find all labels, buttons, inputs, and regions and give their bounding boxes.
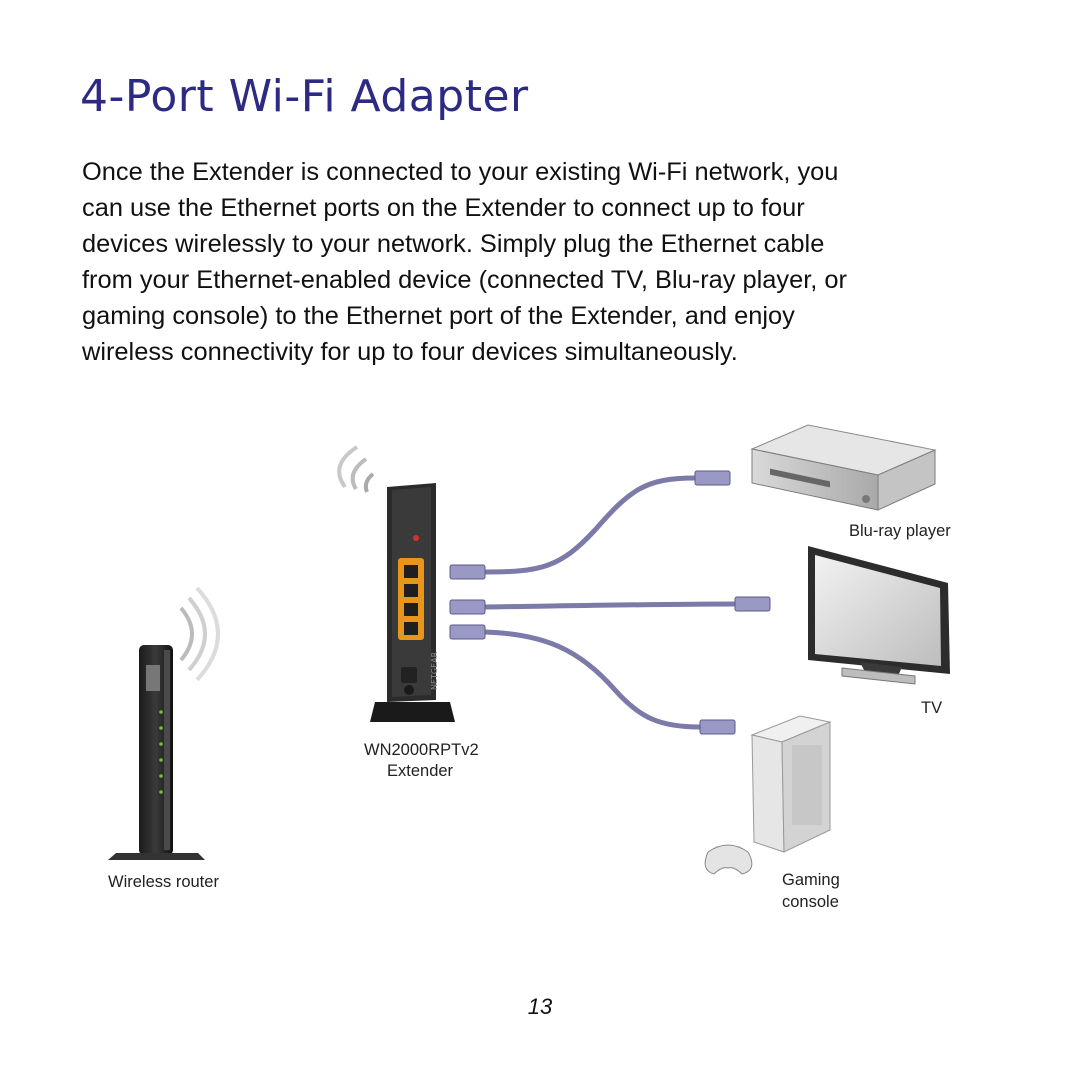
intro-line: wireless connectivity for up to four dev… (82, 338, 738, 366)
intro-line: Once the Extender is connected to your e… (82, 158, 839, 186)
tv-label: TV (921, 699, 942, 717)
brand-text: NETGEAR (430, 651, 439, 690)
intro-line: devices wirelessly to your network. Simp… (82, 230, 825, 258)
gaming-console (704, 715, 832, 875)
bluray-label: Blu-ray player (849, 522, 951, 540)
bluray-player (750, 424, 937, 511)
ethernet-cables (482, 475, 738, 730)
intro-line: gaming console) to the Ethernet port of … (82, 302, 795, 330)
cable-connectors (449, 470, 771, 735)
intro-line: can use the Ethernet ports on the Extend… (82, 194, 805, 222)
extender-model-label: WN2000RPTv2 (364, 741, 479, 759)
extender-device: NETGEAR (337, 445, 455, 722)
console-label-line2: console (782, 893, 839, 911)
tv (808, 546, 950, 685)
router-label: Wireless router (108, 873, 219, 891)
console-label-line1: Gaming (782, 871, 840, 889)
page-title: 4-Port Wi-Fi Adapter (80, 71, 529, 122)
extender-label: Extender (387, 762, 454, 780)
wireless-router (108, 586, 220, 860)
intro-paragraph: Once the Extender is connected to your e… (82, 154, 1022, 370)
intro-line: from your Ethernet-enabled device (conne… (82, 266, 847, 294)
page-number: 13 (527, 994, 553, 1019)
